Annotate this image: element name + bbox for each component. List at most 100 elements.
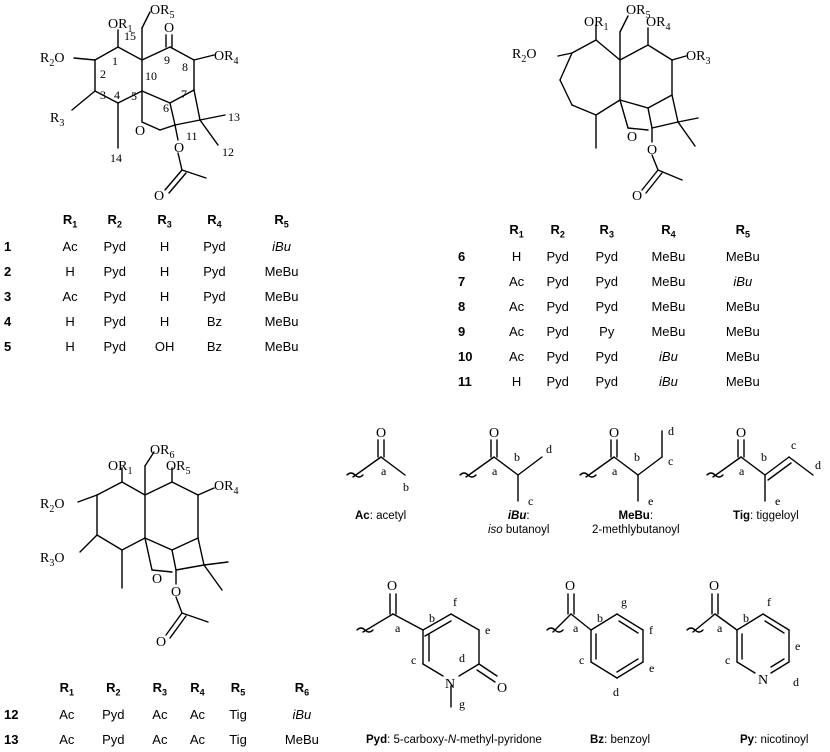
svg-text:b: b: [743, 611, 749, 625]
a-ketone-o: O: [164, 21, 174, 36]
svg-text:f: f: [453, 595, 457, 609]
svg-text:e: e: [648, 494, 653, 508]
header-r2: R2: [107, 212, 122, 230]
table-a-header: R1 R2 R3 R4 R5: [4, 208, 322, 234]
header-r4: R4: [190, 680, 205, 698]
header-r5: R5: [735, 222, 750, 240]
structure-a: OR1 R2O R3 OR4 OR5 O O O O 1 2 3 4 5 6 7…: [40, 3, 240, 204]
a-c4: 4: [114, 88, 120, 102]
a-acetate-o1: O: [174, 141, 184, 156]
header-r3: R3: [152, 680, 168, 698]
svg-text:a: a: [717, 621, 723, 635]
b-acetate-o2: O: [632, 189, 642, 204]
header-r3: R3: [599, 222, 614, 240]
legend-nicotinoyl-caption: Py: nicotinoyl: [740, 734, 809, 746]
svg-text:f: f: [767, 595, 771, 609]
legend-methylbutanoyl-caption: MeBu:2-methlybutanoyl: [592, 510, 680, 536]
a-c8: 8: [182, 60, 188, 74]
header-r5: R5: [274, 212, 289, 230]
svg-text:b: b: [514, 450, 520, 464]
legend-acetyl-caption: Ac: acetyl: [355, 510, 407, 522]
structure-b-bonds: [557, 15, 699, 194]
b-or3: OR3: [686, 49, 710, 67]
structure-b: OR1 R2O OR5 OR4 OR3 O O O: [512, 3, 710, 204]
svg-text:b: b: [634, 450, 640, 464]
structure-a-labels: OR1 R2O R3 OR4 OR5 O O O O 1 2 3 4 5 6 7…: [40, 3, 240, 204]
c-acetate-o2: O: [156, 635, 166, 650]
c-or2: R2O: [40, 497, 64, 515]
svg-text:b: b: [761, 450, 767, 464]
a-c10: 10: [145, 69, 157, 83]
svg-text:a: a: [573, 621, 579, 635]
structure-b-labels: OR1 R2O OR5 OR4 OR3 O O O: [512, 3, 710, 204]
b-or2: R2O: [512, 47, 536, 65]
svg-text:O: O: [609, 426, 619, 441]
legend-acetyl-structure: O a b: [346, 426, 409, 494]
header-r5: R5: [230, 680, 246, 698]
header-r3: R3: [157, 212, 172, 230]
svg-text:e: e: [485, 623, 490, 637]
header-r1: R1: [62, 212, 78, 230]
svg-text:d: d: [459, 651, 465, 665]
table-b-header: R1 R2 R3 R4 R5: [458, 218, 780, 244]
legend-isobutanoyl-structure: O a b c d: [459, 426, 552, 508]
a-or2: R2O: [40, 51, 64, 69]
b-or5: OR5: [626, 3, 650, 21]
c-or6: OR6: [150, 443, 174, 461]
a-c2: 2: [100, 67, 106, 81]
svg-text:a: a: [395, 621, 401, 635]
svg-text:c: c: [725, 653, 730, 667]
svg-text:N: N: [758, 673, 768, 688]
svg-text:c: c: [668, 454, 673, 468]
table-c-header: R1 R2 R3 R4 R5 R6: [4, 676, 344, 702]
a-c14: 14: [110, 151, 122, 165]
structure-c: OR1 R2O R3O OR4 OR5 OR6 O O O: [40, 443, 238, 650]
svg-text:e: e: [775, 494, 780, 508]
svg-text:b: b: [429, 611, 435, 625]
header-r1: R1: [509, 222, 524, 240]
svg-text:d: d: [793, 675, 799, 689]
b-ring-o: O: [627, 130, 637, 145]
svg-text:f: f: [649, 623, 653, 637]
header-r4: R4: [661, 222, 676, 240]
c-ring-o: O: [152, 572, 162, 587]
a-or4: OR4: [214, 49, 238, 67]
legend-isobutanoyl-caption: iBu:iso butanoyl: [488, 510, 550, 536]
b-acetate-o1: O: [647, 143, 657, 158]
a-or5: OR5: [150, 3, 174, 21]
legend-methylbutanoyl-structure: O a b c d e: [579, 424, 674, 508]
b-or1: OR1: [584, 15, 608, 33]
svg-text:e: e: [649, 661, 654, 675]
structure-c-labels: OR1 R2O R3O OR4 OR5 OR6 O O O: [40, 443, 238, 650]
header-r1: R1: [59, 680, 74, 698]
svg-text:a: a: [612, 464, 618, 478]
a-c12: 12: [222, 145, 234, 159]
a-c13: 13: [228, 110, 240, 124]
c-or5: OR5: [166, 459, 190, 477]
structure-c-bonds: [77, 451, 229, 639]
svg-text:b: b: [597, 611, 603, 625]
b-or4: OR4: [646, 15, 670, 33]
header-r4: R4: [207, 212, 222, 230]
svg-text:c: c: [411, 653, 416, 667]
svg-text:a: a: [739, 464, 745, 478]
svg-text:d: d: [815, 458, 821, 472]
legend-nicotinoyl-structure: O N a b c d e f: [686, 579, 800, 689]
svg-text:O: O: [565, 579, 575, 594]
c-or3: R3O: [40, 551, 64, 569]
svg-text:c: c: [579, 653, 584, 667]
a-c5: 5: [131, 89, 137, 103]
svg-text:g: g: [621, 595, 627, 609]
svg-text:a: a: [381, 464, 387, 478]
structure-a-bonds: [71, 11, 226, 194]
